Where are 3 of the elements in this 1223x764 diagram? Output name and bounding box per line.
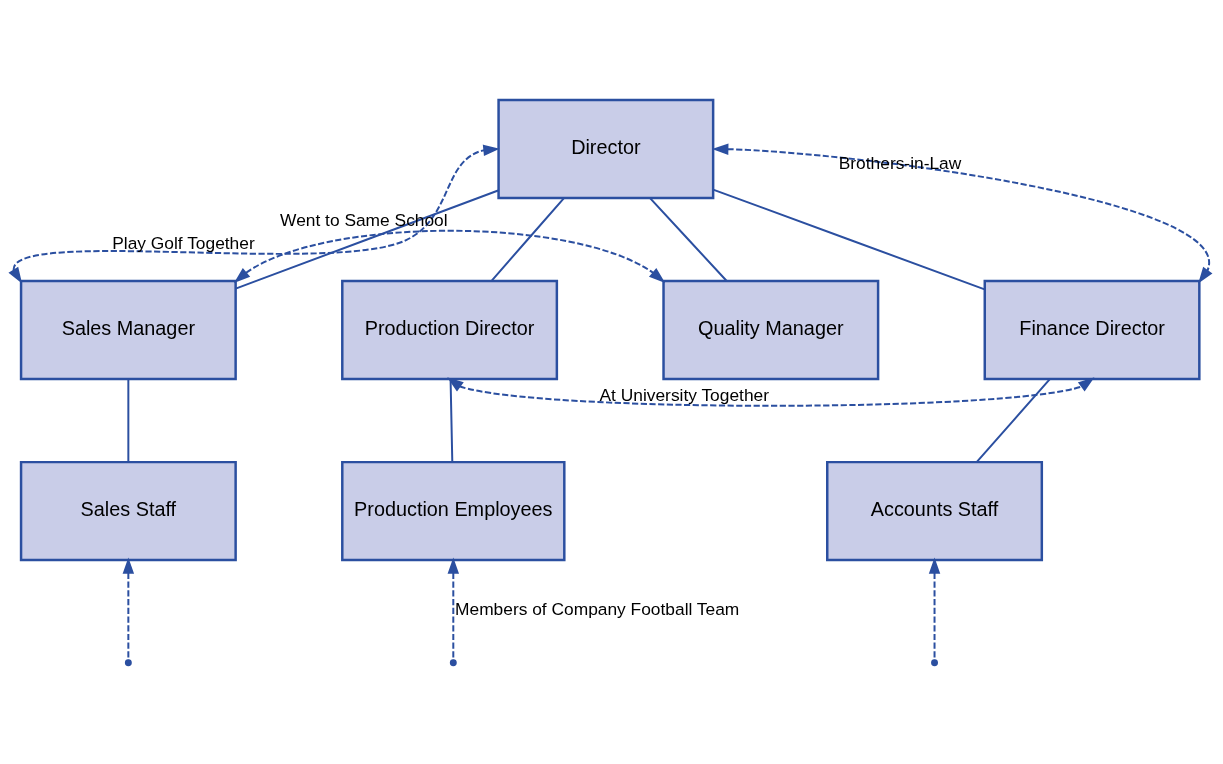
edge-label: Play Golf Together [112,232,255,253]
edge-label: At University Together [599,384,770,405]
edge-label: Members of Company Football Team [455,598,740,619]
